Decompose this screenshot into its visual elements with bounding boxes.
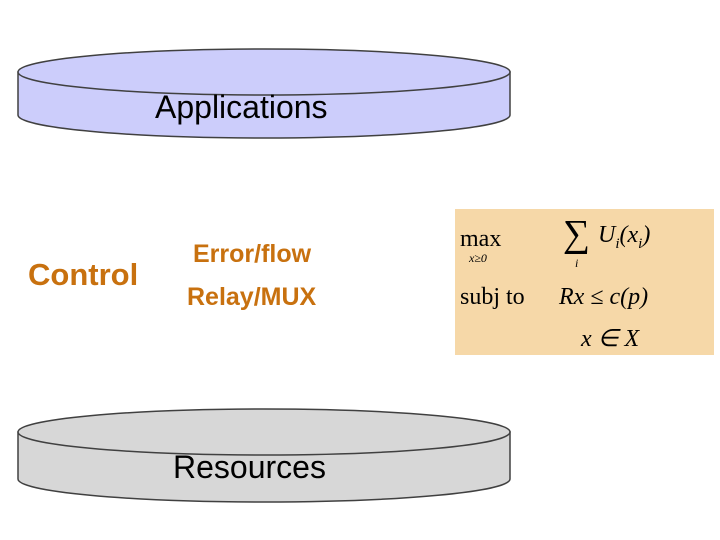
- resources-layer-top: [17, 408, 511, 456]
- applications-layer-top: [17, 48, 511, 96]
- formula-subj-to: subj to: [460, 284, 525, 310]
- formula-max-constraint: x≥0: [469, 251, 487, 265]
- control-label: Control: [28, 257, 139, 292]
- formula-sum-index: i: [575, 256, 579, 270]
- formula-set-constraint: x ∈ X: [581, 326, 640, 352]
- relay-mux-label: Relay/MUX: [187, 283, 317, 311]
- optimization-formula-box: max x≥0 ∑ i Ui(xi) subj to Rx ≤ c(p) x ∈…: [455, 209, 714, 355]
- formula-sum-symbol: ∑: [563, 213, 591, 255]
- formula-rate-constraint: Rx ≤ c(p): [559, 284, 649, 310]
- formula-max: max: [460, 226, 502, 252]
- resources-layer: [17, 408, 511, 503]
- applications-layer: [17, 48, 511, 139]
- applications-label: Applications: [155, 89, 328, 125]
- resources-label: Resources: [173, 449, 326, 485]
- formula-utility: Ui(xi): [598, 222, 651, 252]
- error-flow-label: Error/flow: [193, 240, 312, 268]
